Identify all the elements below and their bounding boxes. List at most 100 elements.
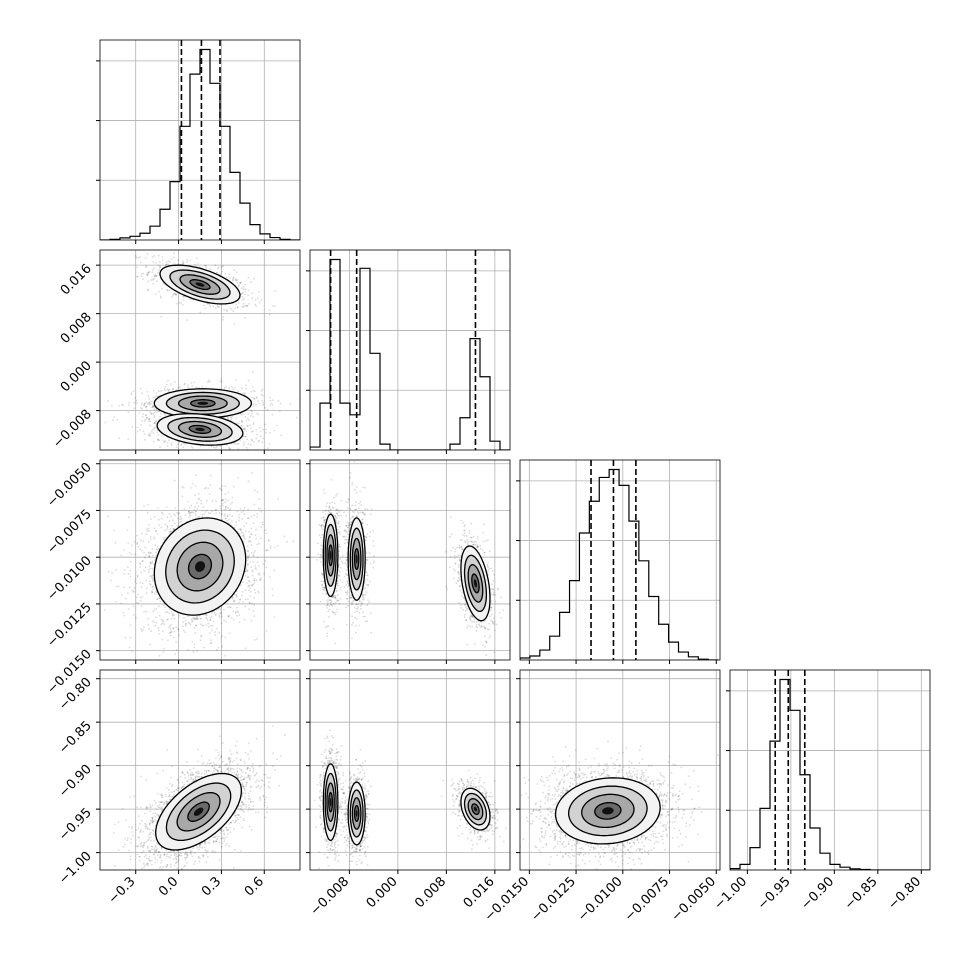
sample-point: [145, 417, 148, 420]
sample-point: [141, 582, 144, 585]
sample-point: [143, 626, 145, 629]
sample-point: [118, 437, 120, 440]
sample-point: [220, 622, 223, 625]
sample-point: [190, 445, 193, 448]
sample-point: [201, 515, 204, 518]
sample-point: [250, 281, 253, 284]
sample-point: [246, 438, 249, 441]
sample-point: [154, 275, 157, 278]
sample-point: [242, 601, 245, 603]
sample-point: [136, 426, 139, 429]
sample-point: [173, 617, 176, 620]
sample-point: [167, 439, 170, 442]
sample-point: [174, 514, 177, 517]
sample-point: [155, 590, 158, 593]
sample-point: [240, 511, 243, 513]
sample-point: [292, 540, 295, 543]
sample-point: [187, 510, 190, 513]
sample-point: [229, 307, 232, 309]
sample-point: [248, 535, 251, 538]
sample-point: [203, 513, 206, 515]
sample-point: [118, 405, 120, 407]
sample-point: [265, 629, 268, 632]
sample-point: [148, 418, 151, 420]
sample-point: [231, 415, 234, 418]
sample-point: [137, 275, 139, 278]
sample-point: [169, 530, 172, 533]
sample-point: [111, 404, 113, 407]
sample-point: [143, 505, 146, 507]
sample-point: [241, 292, 244, 295]
sample-point: [155, 392, 158, 394]
sample-point: [149, 536, 152, 538]
sample-point: [176, 517, 179, 520]
sample-point: [179, 518, 182, 521]
sample-point: [214, 614, 217, 616]
sample-point: [131, 426, 134, 428]
sample-point: [151, 400, 154, 403]
sample-point: [223, 515, 226, 517]
sample-point: [145, 266, 148, 269]
sample-point: [259, 508, 262, 510]
sample-point: [200, 635, 203, 637]
sample-point: [172, 519, 174, 521]
sample-point: [225, 386, 228, 388]
sample-point: [202, 506, 205, 509]
sample-point: [248, 584, 251, 587]
density-contour: [153, 388, 253, 419]
sample-point: [210, 641, 213, 644]
sample-point: [177, 628, 180, 630]
sample-point: [165, 261, 168, 263]
sample-point: [252, 371, 254, 374]
sample-point: [245, 522, 248, 525]
sample-point: [208, 380, 211, 383]
sample-point: [149, 552, 152, 554]
sample-point: [233, 450, 235, 452]
sample-point: [157, 434, 160, 437]
sample-point: [257, 413, 260, 416]
sample-point: [244, 598, 247, 601]
sample-point: [153, 427, 156, 430]
sample-point: [194, 632, 197, 634]
sample-point: [146, 416, 148, 419]
sample-point: [158, 410, 161, 413]
sample-point: [269, 313, 271, 316]
sample-point: [138, 562, 141, 565]
sample-point: [156, 395, 158, 397]
sample-point: [254, 390, 256, 393]
sample-point: [220, 512, 223, 515]
sample-point: [149, 561, 152, 564]
sample-point: [134, 553, 137, 556]
sample-point: [259, 578, 262, 581]
sample-point: [169, 530, 172, 533]
sample-point: [209, 617, 212, 619]
sample-point: [141, 415, 144, 418]
sample-point: [244, 283, 246, 286]
sample-point: [225, 620, 228, 623]
sample-point: [207, 622, 210, 625]
sample-point: [235, 524, 238, 527]
sample-point: [220, 612, 222, 615]
sample-point: [165, 506, 168, 508]
sample-point: [235, 443, 237, 446]
sample-point: [187, 386, 189, 389]
sample-point: [209, 642, 212, 645]
sample-point: [235, 593, 238, 596]
sample-point: [251, 439, 254, 442]
sample-point: [181, 443, 183, 445]
sample-point: [252, 423, 255, 426]
sample-point: [238, 285, 240, 288]
sample-point: [244, 317, 247, 319]
sample-point: [189, 511, 192, 514]
sample-point: [149, 424, 151, 427]
sample-point: [169, 634, 172, 637]
sample-point: [147, 272, 149, 275]
sample-point: [208, 303, 211, 306]
sample-point: [251, 583, 254, 586]
sample-point: [139, 596, 142, 599]
sample-point: [161, 622, 164, 625]
sample-point: [139, 387, 142, 390]
sample-point: [231, 597, 234, 600]
sample-point: [158, 655, 161, 657]
sample-point: [195, 474, 197, 476]
